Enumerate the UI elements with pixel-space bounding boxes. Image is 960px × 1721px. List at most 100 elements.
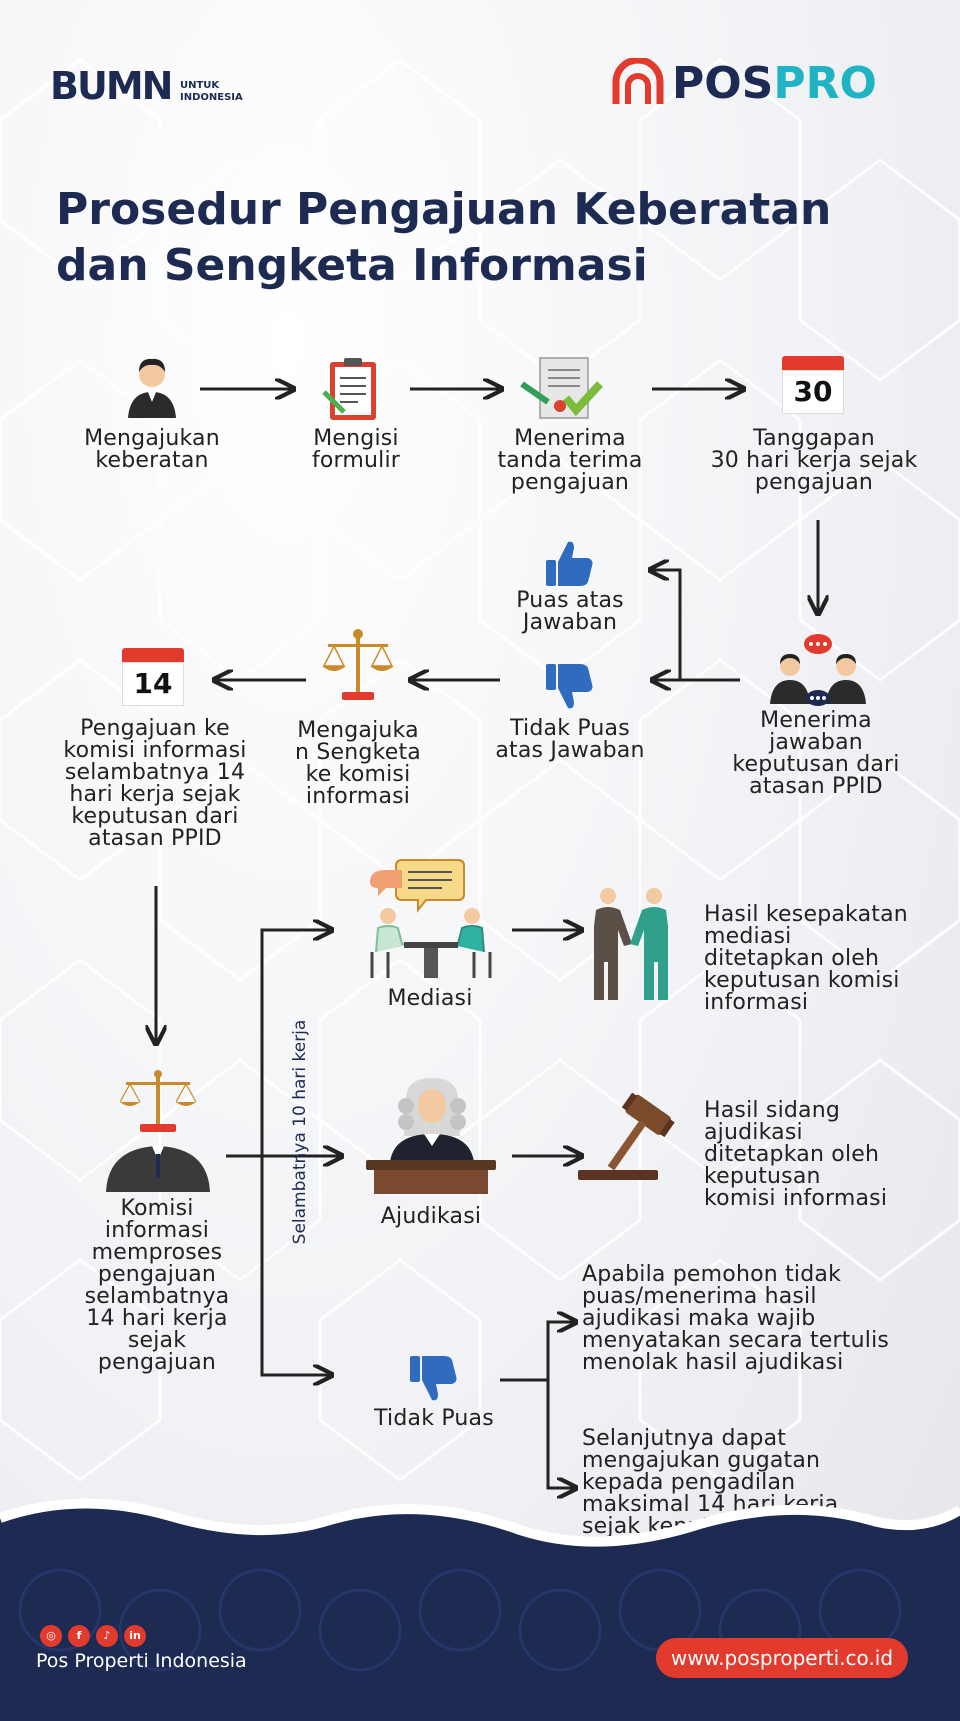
step-label-line: n Sengketa [295, 740, 421, 765]
step-label-line: jawaban [769, 730, 863, 755]
result-line: informasi [704, 990, 809, 1015]
step-label-line: informasi [305, 784, 411, 809]
pospro-wordmark-b: PRO [773, 58, 877, 109]
result-line: mediasi [704, 924, 792, 949]
footer-wave [0, 1498, 960, 1721]
result-line: menyatakan secara tertulis [582, 1328, 890, 1353]
step-label-line: Pengajuan ke [80, 716, 230, 741]
result-line: Hasil sidang [704, 1098, 841, 1123]
calendar-header [782, 356, 844, 370]
facebook-icon[interactable]: f [68, 1625, 90, 1647]
mediasi-result-text: Hasil kesepakatan mediasi ditetapkan ole… [704, 904, 944, 1014]
step-label-line: pengajuan [754, 470, 874, 495]
result-line: komisi informasi [704, 1186, 888, 1211]
step-pengajuan-ke-komisi: Pengajuan ke komisi informasi selambatny… [40, 718, 270, 850]
judge-icon [366, 1078, 496, 1194]
step-label-line: Komisi [120, 1196, 194, 1221]
step-label-line: sejak [127, 1328, 187, 1353]
step-label-line: pengajuan [97, 1350, 217, 1375]
label-mediasi: Mediasi [387, 986, 473, 1011]
result-line: Hasil kesepakatan [704, 902, 908, 927]
step-label-line: 30 hari kerja sejak [710, 448, 918, 473]
label-tidak-puas: Tidak Puas [374, 1406, 494, 1431]
result-line: ajudikasi maka wajib [582, 1306, 816, 1331]
result-line: menolak hasil ajudikasi [582, 1350, 844, 1375]
result-line: kepada pengadilan [582, 1470, 796, 1495]
step-label-line: pengajuan [510, 470, 630, 495]
step-label-line: keberatan [95, 448, 209, 473]
thumbs-down-icon [546, 664, 593, 709]
pospro-wordmark: POSPRO [672, 58, 877, 110]
ajudikasi-result-text: Hasil sidang ajudikasi ditetapkan oleh k… [704, 1100, 944, 1210]
thumbs-down-icon [410, 1356, 457, 1401]
page-title-line1: Prosedur Pengajuan Keberatan [56, 184, 832, 235]
step-label-line: atas Jawaban [495, 738, 645, 763]
footer-company-name: Pos Properti Indonesia [36, 1650, 247, 1672]
step-mengisi-formulir: Mengisi formulir [266, 428, 446, 472]
bumn-sub-line2: INDONESIA [180, 92, 243, 103]
label-ajudikasi: Ajudikasi [380, 1204, 482, 1229]
gavel-icon [578, 1092, 675, 1180]
result-line: mengajukan gugatan [582, 1448, 821, 1473]
calendar-30-icon: 30 [782, 356, 844, 414]
step-label-line: tanda terima [497, 448, 643, 473]
result-line: ajudikasi [704, 1120, 803, 1145]
clipboard-form-icon [322, 358, 376, 420]
step-label-line: memproses [91, 1240, 223, 1265]
bumn-logo-subtitle: UNTUK INDONESIA [180, 80, 243, 104]
step-tanggapan-30-hari: Tanggapan 30 hari kerja sejak pengajuan [696, 428, 932, 494]
step-label-line: Tanggapan [753, 426, 875, 451]
step-label-line: Jawaban [522, 610, 618, 635]
commission-official-icon [106, 1070, 210, 1192]
tiktok-icon[interactable]: ♪ [96, 1625, 118, 1647]
scales-of-justice-icon [322, 629, 394, 700]
step-label-line: Mengajukan [84, 426, 220, 451]
step-menerima-jawaban: Menerima jawaban keputusan dari atasan P… [698, 710, 934, 798]
calendar-header [122, 648, 184, 662]
step-label-line: atasan PPID [88, 826, 222, 851]
pospro-house-icon [612, 58, 664, 104]
outcome-puas-atas-jawaban: Puas atas Jawaban [490, 590, 650, 634]
step-label-line: formulir [311, 448, 401, 473]
result-line: keputusan komisi [704, 968, 900, 993]
result-line: ditetapkan oleh [704, 946, 880, 971]
step-label-line: Tidak Puas [510, 716, 630, 741]
step-label-line: selambatnya 14 [64, 760, 246, 785]
instagram-icon[interactable]: ◎ [40, 1625, 62, 1647]
outcome-tidak-puas-atas-jawaban: Tidak Puas atas Jawaban [478, 718, 662, 762]
step-menerima-tanda-terima: Menerima tanda terima pengajuan [470, 428, 670, 494]
calendar-number: 14 [122, 662, 184, 706]
person-icon [128, 358, 176, 418]
pospro-wordmark-a: POS [672, 58, 774, 109]
result-line: ditetapkan oleh [704, 1142, 880, 1167]
officials-discussion-icon [770, 634, 866, 706]
calendar-number: 30 [782, 370, 844, 414]
step-label-line: Puas atas [516, 588, 624, 613]
step-label-line: komisi informasi [63, 738, 247, 763]
step-mengajukan-sengketa: Mengajuka n Sengketa ke komisi informasi [272, 720, 444, 808]
step-komisi-memproses: Komisi informasi memproses pengajuan sel… [52, 1198, 262, 1374]
mediation-meeting-icon [370, 859, 492, 978]
step-label-line: Menerima [514, 426, 626, 451]
step-label-line: ke komisi [305, 762, 411, 787]
step-label-line: pengajuan [97, 1262, 217, 1287]
bumn-sub-line1: UNTUK [180, 80, 220, 91]
linkedin-icon[interactable]: in [124, 1625, 146, 1647]
step-label-line: informasi [104, 1218, 210, 1243]
step-label-line: Mengisi [313, 426, 399, 451]
page-title: Prosedur Pengajuan Keberatan dan Sengket… [56, 182, 916, 294]
step-label-line: atasan PPID [749, 774, 883, 799]
certificate-icon [520, 357, 603, 419]
vertical-note-10-hari: Selambatnya 10 hari kerja [290, 1019, 310, 1245]
result-line: Selanjutnya dapat [582, 1428, 787, 1451]
step-label-line: selambatnya [84, 1284, 230, 1309]
step-label-line: keputusan dari [732, 752, 900, 777]
page-title-line2: dan Sengketa Informasi [56, 240, 648, 291]
step-label-line: 14 hari kerja [86, 1306, 228, 1331]
bumn-logo-mark: BUMN [50, 64, 173, 108]
result-line: Apabila pemohon tidak [582, 1262, 842, 1287]
pospro-logo: POSPRO [612, 56, 912, 112]
thumbs-up-icon [546, 541, 593, 586]
footer-website-link[interactable]: www.posproperti.co.id [656, 1638, 908, 1678]
